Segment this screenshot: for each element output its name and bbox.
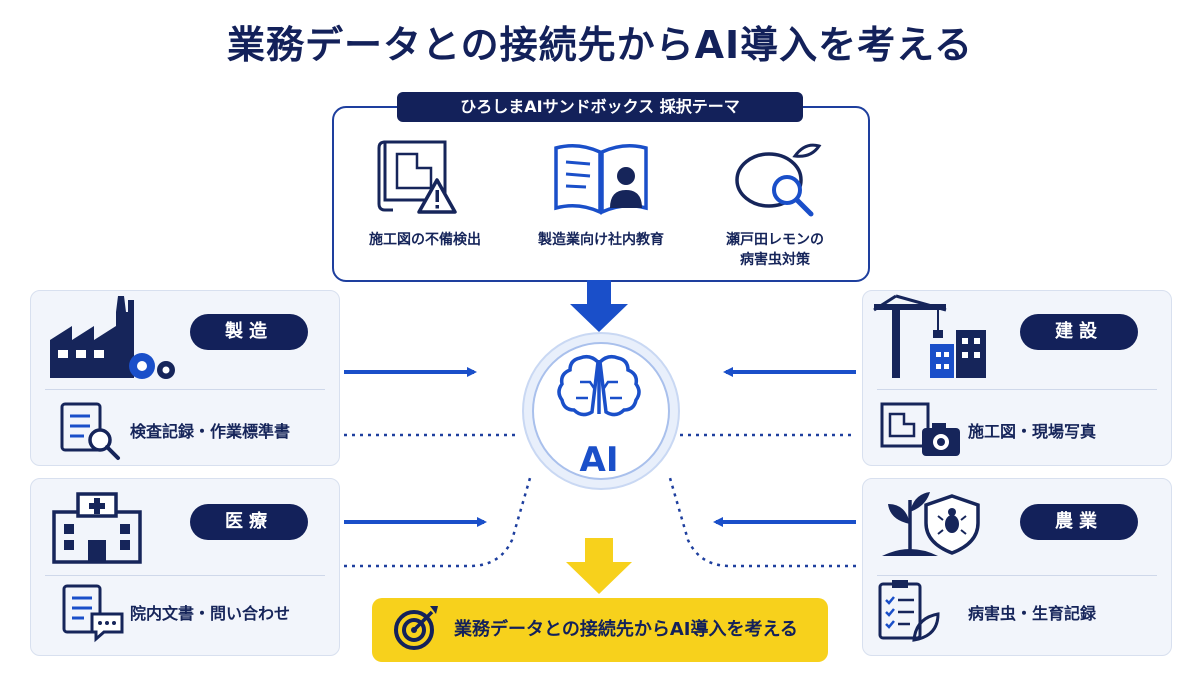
blueprint-warning-icon xyxy=(377,140,457,214)
hospital-icon xyxy=(52,492,142,564)
theme-label: 施工図の不備検出 xyxy=(369,232,481,248)
crane-building-icon xyxy=(873,294,986,378)
checklist-magnifier-icon xyxy=(60,402,120,460)
ai-label: AI xyxy=(579,440,619,480)
sector-data-medical: 院内文書・問い合わせ xyxy=(130,604,291,623)
lemon-magnifier-icon xyxy=(735,143,822,217)
down-arrow xyxy=(570,280,628,332)
sector-badge-agriculture: 農業 xyxy=(1020,504,1138,540)
result-arrow xyxy=(566,538,632,594)
result-label: 業務データとの接続先からAI導入を考える xyxy=(454,619,798,640)
blueprint-camera-icon xyxy=(880,402,960,456)
theme-badge: ひろしまAIサンドボックス 採択テーマ xyxy=(397,92,803,122)
sector-badge-medical: 医療 xyxy=(190,504,308,540)
theme-item-drawing-check: 施工図の不備検出 xyxy=(340,134,510,250)
theme-label: 製造業向け社内教育 xyxy=(538,232,664,248)
theme-label: 瀬戸田レモンの xyxy=(726,232,824,248)
sector-badge-manufacturing: 製造 xyxy=(190,314,308,350)
sector-badge-construction: 建設 xyxy=(1020,314,1138,350)
theme-label: 病害虫対策 xyxy=(740,252,810,268)
sector-data-agriculture: 病害虫・生育記録 xyxy=(968,604,1097,623)
dotted-connectors xyxy=(344,433,856,568)
theme-item-training: 製造業向け社内教育 xyxy=(516,134,686,250)
sector-data-construction: 施工図・現場写真 xyxy=(968,422,1097,441)
book-person-icon xyxy=(554,144,648,215)
result-bar xyxy=(372,598,828,662)
theme-item-lemon: 瀬戸田レモンの 病害虫対策 xyxy=(690,134,860,270)
document-chat-icon xyxy=(62,584,124,643)
sector-data-manufacturing: 検査記録・作業標準書 xyxy=(130,422,291,441)
factory-gear-icon xyxy=(50,296,175,379)
plant-shield-icon xyxy=(882,492,980,556)
clipboard-leaf-icon xyxy=(878,580,940,642)
page-title: 業務データとの接続先からAI導入を考える xyxy=(226,23,974,67)
